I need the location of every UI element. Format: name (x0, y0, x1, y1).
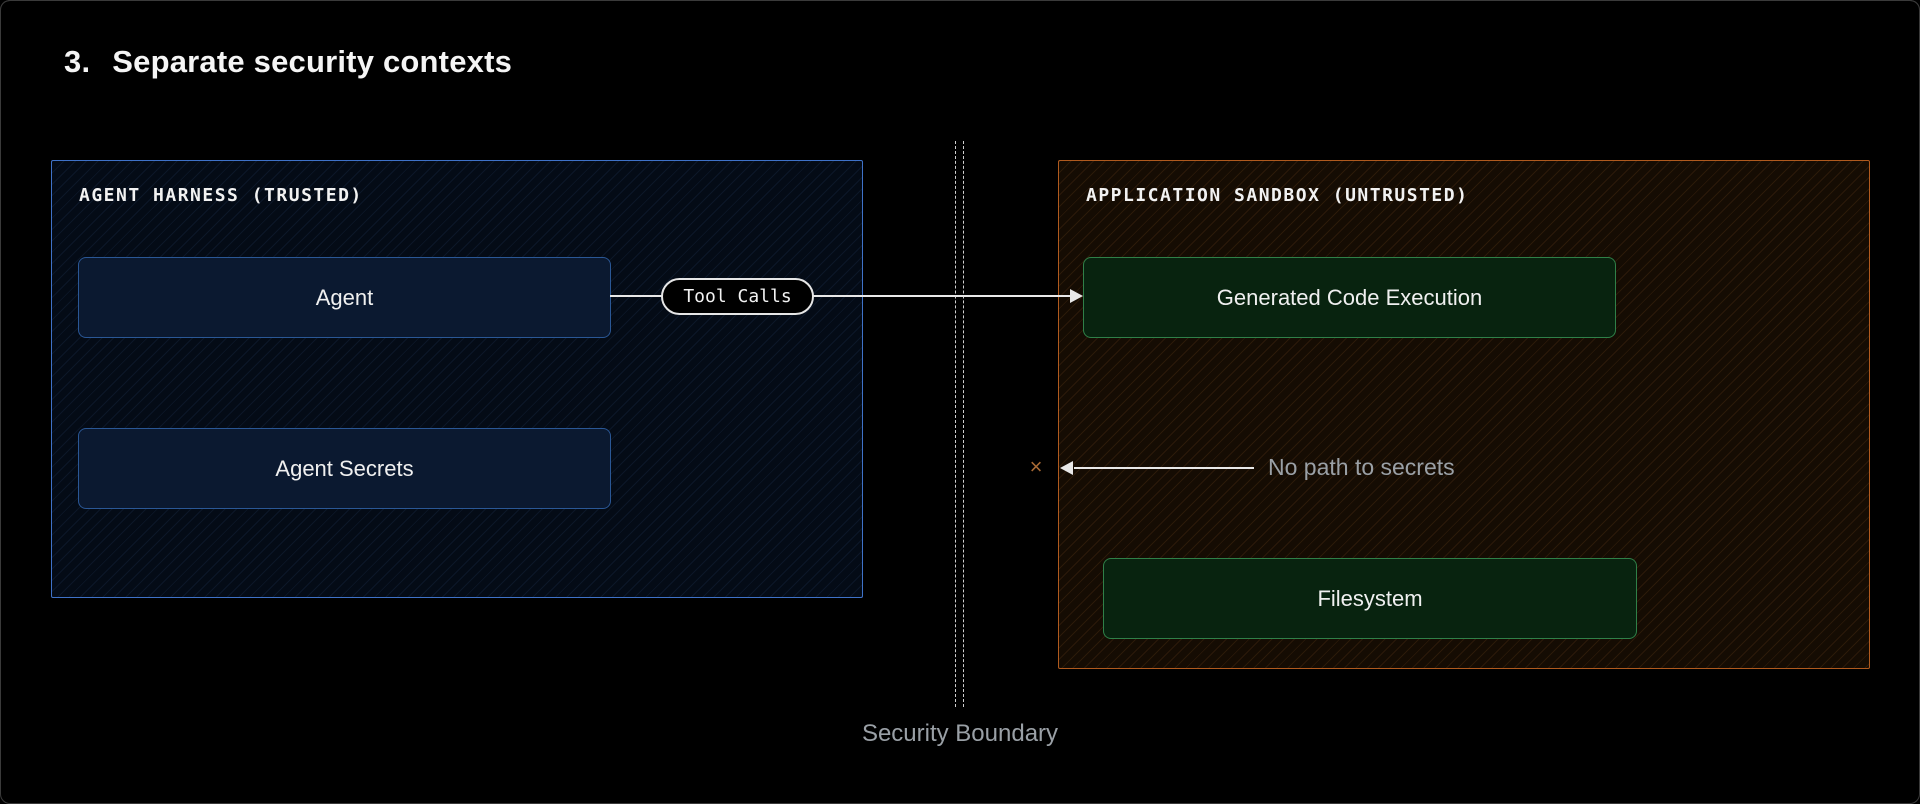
trusted-zone-label: AGENT HARNESS (TRUSTED) (79, 185, 363, 206)
node-filesystem-label: Filesystem (1317, 585, 1423, 611)
trusted-zone: AGENT HARNESS (TRUSTED) Agent Agent Secr… (51, 160, 863, 598)
tool-calls-label: Tool Calls (683, 286, 792, 307)
node-generated-code-execution: Generated Code Execution (1083, 257, 1616, 338)
page-title: 3. Separate security contexts (64, 44, 512, 80)
tool-calls-connector-line (610, 295, 1072, 297)
security-boundary-line (955, 141, 964, 707)
security-boundary-label: Security Boundary (861, 720, 1059, 747)
page-title-text: Separate security contexts (112, 44, 513, 79)
blocked-x-icon: × (1029, 454, 1043, 479)
arrow-right-icon (1070, 289, 1083, 303)
untrusted-zone-label: APPLICATION SANDBOX (UNTRUSTED) (1086, 185, 1469, 206)
untrusted-zone: APPLICATION SANDBOX (UNTRUSTED) Generate… (1058, 160, 1870, 669)
blocked-path-line (1074, 467, 1254, 469)
no-path-label: No path to secrets (1268, 454, 1455, 480)
node-agent-secrets-label: Agent Secrets (275, 455, 414, 481)
node-agent-secrets: Agent Secrets (78, 428, 611, 509)
node-generated-code-execution-label: Generated Code Execution (1216, 284, 1483, 310)
arrow-left-icon (1060, 461, 1073, 475)
tool-calls-pill: Tool Calls (661, 278, 814, 315)
page-title-number: 3. (64, 44, 91, 79)
node-agent-label: Agent (315, 284, 374, 310)
node-agent: Agent (78, 257, 611, 338)
node-filesystem: Filesystem (1103, 558, 1637, 639)
